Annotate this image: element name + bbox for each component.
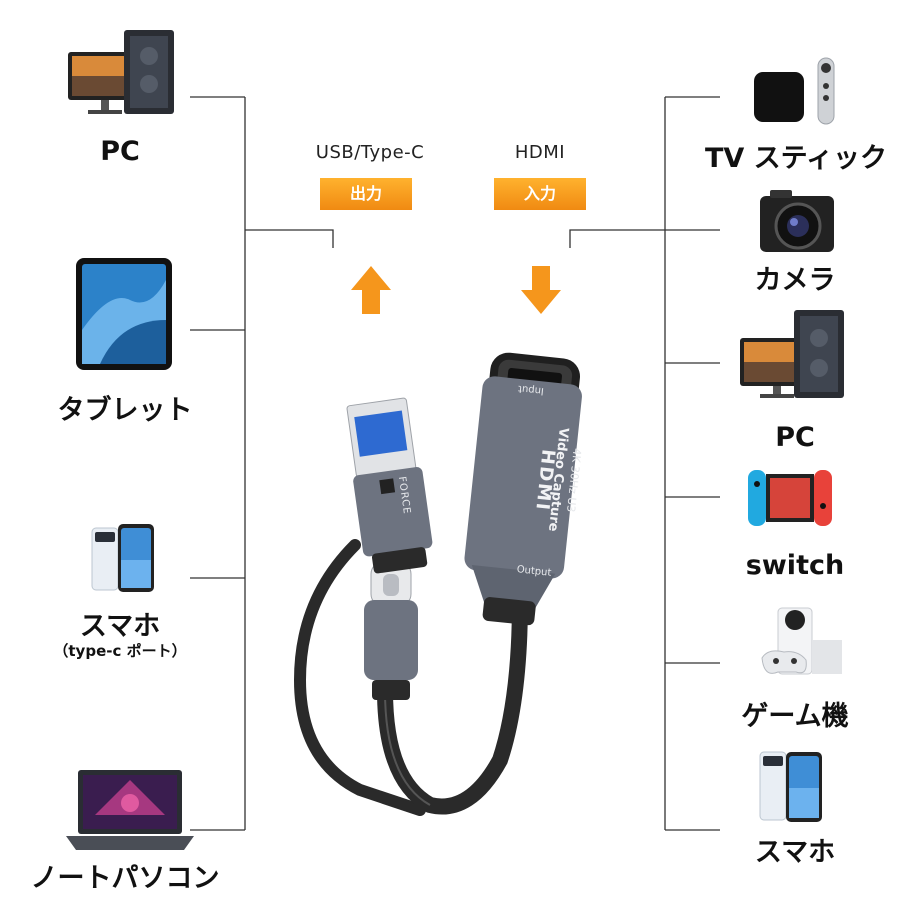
usb-c-cable xyxy=(293,539,426,816)
camera-icon xyxy=(760,190,834,252)
left-label-laptop: ノートパソコン xyxy=(30,863,220,894)
input-tag: 入力 xyxy=(494,178,586,210)
up-arrow-icon xyxy=(351,266,391,314)
output-port-header: USB/Type-C xyxy=(315,142,425,163)
left-sublabel-smartphone: （type-c ポート） xyxy=(53,642,187,660)
left-label-smartphone: スマホ xyxy=(79,611,161,642)
right-label-camera: カメラ xyxy=(754,265,836,296)
smartphone-icon-left xyxy=(91,524,154,592)
input-branch-line xyxy=(569,229,665,248)
capture-dongle-body xyxy=(464,376,582,579)
right-label-switch: switch xyxy=(745,550,845,581)
smartphone-icon-right xyxy=(759,751,822,822)
right-label-tv-stick: TV スティック xyxy=(704,143,888,174)
game-switch-icon xyxy=(748,470,832,526)
capture-device-illustration xyxy=(293,352,582,816)
right-label-smartphone: スマホ xyxy=(754,837,836,868)
left-label-tablet: タブレット xyxy=(57,395,193,426)
usb-c-plug-shell xyxy=(364,600,418,680)
right-label-game-console: ゲーム機 xyxy=(741,701,849,732)
tablet-icon xyxy=(76,258,172,370)
pc-icon-left xyxy=(68,30,174,114)
pc-icon-right xyxy=(740,310,844,398)
right-label-pc: PC xyxy=(775,422,815,453)
output-tag: 出力 xyxy=(320,178,412,210)
game-console-icon xyxy=(761,607,842,675)
input-port-header: HDMI xyxy=(514,142,566,163)
output-branch-line xyxy=(245,229,334,248)
tv-stick-icon xyxy=(754,57,835,125)
down-arrow-icon xyxy=(521,266,561,314)
laptop-icon xyxy=(66,770,194,850)
left-label-pc: PC xyxy=(100,136,140,167)
